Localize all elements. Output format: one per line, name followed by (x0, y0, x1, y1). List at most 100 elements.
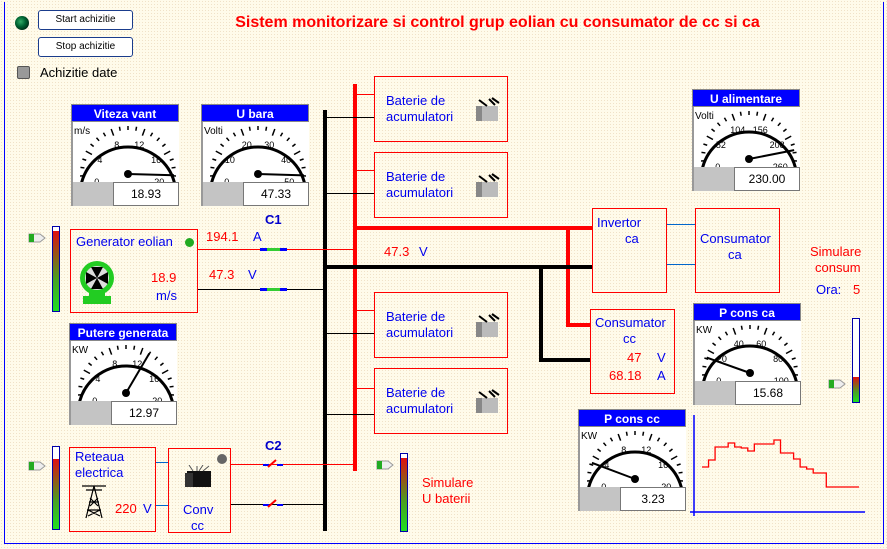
battery-block[interactable]: Baterie de acumulatori (374, 152, 508, 218)
gauge-tick-label: 4 (97, 155, 102, 165)
gauge-tick (80, 377, 85, 380)
gauge-tick-label: 208 (770, 140, 785, 150)
battery-voltage-slider[interactable] (400, 453, 408, 532)
gauge-tick (782, 128, 787, 133)
grid-slider-handle[interactable] (28, 458, 46, 471)
generator-voltage: 47.3 (209, 267, 235, 282)
gauge-tick (169, 158, 174, 161)
battery-tap (357, 388, 374, 389)
gauge-tick (85, 150, 93, 156)
gauge-tick (95, 137, 100, 142)
gauge-tick (783, 342, 788, 347)
consumer-ca-label: Consumator (700, 231, 771, 246)
gauge-tick (90, 143, 95, 148)
gauge-tick (161, 143, 166, 148)
gauge-tick (100, 351, 105, 356)
battery-tap (357, 170, 374, 171)
battery-tap (327, 193, 374, 194)
inverter-label-2: ca (625, 231, 639, 246)
gauge-readout: 47.33 (243, 182, 309, 206)
wind-slider[interactable] (52, 226, 60, 312)
generator-current: 194.1 (206, 229, 239, 244)
consumption-slider-handle[interactable] (828, 376, 846, 389)
gauge-unit: KW (72, 345, 89, 356)
grid-slider[interactable] (52, 446, 60, 530)
gauge-tick-label: 20 (242, 140, 252, 150)
consumer-cc-label-2: cc (623, 331, 636, 346)
gauge-tick (602, 442, 607, 447)
battery-voltage-slider-handle[interactable] (376, 457, 394, 470)
grid-label: Reteaua (75, 449, 125, 464)
switch-c2-plus[interactable] (263, 457, 283, 469)
gauge-tick-label: 156 (753, 125, 768, 135)
gauge-tick (617, 433, 622, 441)
gauge-tick (163, 150, 171, 156)
switch-c2-label: C2 (265, 438, 282, 453)
gauge-needle (125, 352, 151, 394)
gauge-title: P cons cc (578, 409, 686, 427)
gauge-tick-label: 12 (641, 445, 651, 455)
gauge-tick (248, 126, 251, 131)
gauge-arc (701, 344, 799, 384)
gauge-tick-label: 0 (92, 396, 97, 401)
grid-voltage: 220 (115, 501, 137, 516)
switch-c2-minus[interactable] (263, 497, 283, 509)
stop-acquisition-button[interactable]: Stop achizitie (38, 37, 133, 57)
gauge-tick-label: 20 (661, 482, 671, 487)
battery-tap (327, 414, 374, 415)
consumption-slider[interactable] (852, 318, 860, 403)
converter-label: Conv (183, 502, 214, 517)
battery-block[interactable]: Baterie de acumulatori (374, 292, 508, 358)
start-acquisition-button[interactable]: Start achizitie (38, 10, 133, 30)
converter-icon (185, 464, 213, 494)
gauge-tick (592, 455, 600, 461)
gauge-tick (116, 345, 119, 350)
battery-block[interactable]: Baterie de acumulatori (374, 368, 508, 434)
gauge-hub (254, 170, 262, 178)
grid-line (155, 505, 168, 506)
black-line-cc-h (539, 358, 591, 362)
switch-c1-label: C1 (265, 212, 282, 227)
gauge-tick (212, 158, 217, 161)
gauge-tick (265, 126, 268, 131)
gauge-tick (702, 365, 707, 368)
switch-c1-minus[interactable] (260, 288, 287, 291)
bus-voltage: 47.3 (384, 244, 410, 259)
inverter-line (666, 224, 695, 225)
battery-label: Baterie de acumulatori (386, 169, 454, 200)
wind-slider-handle[interactable] (28, 230, 46, 243)
consumer-ca-label-2: ca (728, 247, 742, 262)
acquisition-label: Achizitie date (40, 65, 118, 80)
gauge-tick (88, 362, 93, 367)
generator-voltage-unit: V (248, 267, 257, 282)
gauge-tick (93, 356, 98, 361)
sim-consum-label-2: consum (815, 260, 861, 275)
gauge-tick (118, 126, 121, 131)
consumer-ca-block[interactable]: Consumator ca (695, 208, 780, 293)
gauge-tick-label: 8 (112, 359, 117, 369)
gauge-tick (717, 336, 722, 341)
consumer-cc-block[interactable]: Consumator cc 47 V 68.18 A (590, 309, 675, 394)
converter-block[interactable]: Conv cc (168, 448, 231, 533)
acquisition-checkbox[interactable] (17, 66, 30, 79)
gauge-tick (648, 433, 653, 441)
converter-label-2: cc (191, 518, 204, 533)
gauge-unit: KW (696, 325, 713, 336)
wind-generator-block[interactable]: Generator eolian 18.9 m/s (70, 229, 198, 313)
gauge-title: Viteza vant (71, 104, 179, 122)
grid-block[interactable]: Reteaua electrica 220 V (69, 447, 156, 532)
gauge-tick (135, 126, 138, 131)
inverter-block[interactable]: Invertor ca (592, 208, 667, 293)
switch-c1-plus[interactable] (260, 248, 287, 251)
gauge-tick (141, 128, 146, 136)
gauge-title: P cons ca (693, 303, 801, 321)
gauge-tick (271, 128, 276, 136)
battery-tap (327, 333, 374, 334)
gauge-tick (293, 150, 301, 156)
battery-block[interactable]: Baterie de acumulatori (374, 76, 508, 142)
red-line-inverter (355, 226, 592, 230)
gauge-unit: m/s (74, 126, 91, 137)
gauge-tick (676, 463, 681, 466)
gauge-tick (716, 122, 721, 127)
gauge-unit: Volti (695, 111, 714, 122)
